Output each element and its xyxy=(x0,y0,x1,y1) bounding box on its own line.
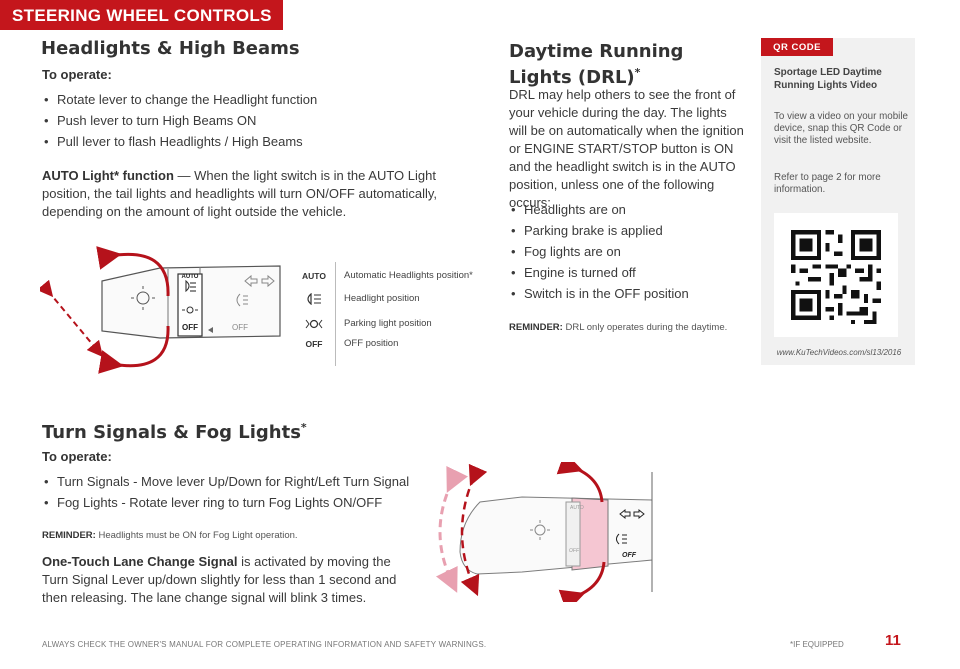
turn-bullet-list: Turn Signals - Move lever Up/Down for Ri… xyxy=(42,471,409,513)
headlights-bullet-list: Rotate lever to change the Headlight fun… xyxy=(42,89,317,152)
fog-rotate-down-arrow xyxy=(558,561,606,602)
list-item: Headlights are on xyxy=(509,199,689,220)
list-item: Parking brake is applied xyxy=(509,220,689,241)
list-item: Rotate lever to change the Headlight fun… xyxy=(42,89,317,110)
page-number: 11 xyxy=(885,632,901,649)
parking-light-icon xyxy=(292,314,336,337)
headlights-to-operate: To operate: xyxy=(42,67,112,82)
push-pull-arrow xyxy=(40,279,104,358)
auto-light-text: — When the light switch is in the AUTO L… xyxy=(42,168,437,219)
drl-paragraph: DRL may help others to see the front of … xyxy=(509,87,744,210)
list-item: Switch is in the OFF position xyxy=(509,283,689,304)
turn-signal-icon xyxy=(619,508,645,520)
ring-auto-label: AUTO xyxy=(182,274,199,280)
parking-light-icon xyxy=(182,306,198,314)
ring-off-label: OFF xyxy=(182,323,198,332)
section-tab: STEERING WHEEL CONTROLS xyxy=(0,0,283,30)
headlights-title: Headlights & High Beams xyxy=(41,38,300,59)
legend-key-auto: AUTO xyxy=(302,271,326,281)
legend-text-off: OFF position xyxy=(344,338,399,349)
fog-light-icon xyxy=(236,293,248,307)
fog-light-icon xyxy=(616,533,627,545)
legend-text-headlight: Headlight position xyxy=(344,293,420,304)
qr-title: Sportage LED Daytime Running Lights Vide… xyxy=(774,67,882,91)
rotate-up-arrow xyxy=(96,246,170,297)
list-item: Push lever to turn High Beams ON xyxy=(42,110,317,131)
ring-auto-label: AUTO xyxy=(570,505,584,511)
auto-light-paragraph: AUTO Light* function — When the light sw… xyxy=(42,167,472,221)
drl-reminder: REMINDER: DRL only operates during the d… xyxy=(509,322,728,333)
legend-text-auto: Automatic Headlights position* xyxy=(344,270,473,281)
rotate-down-arrow xyxy=(98,325,170,374)
ring-headlight-icon xyxy=(185,279,196,293)
footer-equipped: *IF EQUIPPED xyxy=(790,640,844,649)
list-item: Engine is turned off xyxy=(509,262,689,283)
list-item: Fog lights are on xyxy=(509,241,689,262)
qr-text: To view a video on your mobile device, s… xyxy=(774,111,908,146)
legend-text-parking: Parking light position xyxy=(344,318,432,329)
fog-off-label: OFF xyxy=(622,552,637,559)
turn-signal-move-arrow xyxy=(435,465,469,593)
turn-reminder: REMINDER: Headlights must be ON for Fog … xyxy=(42,530,298,541)
lane-change-arrow xyxy=(460,463,488,597)
list-item: Fog Lights - Rotate lever ring to turn F… xyxy=(42,492,409,513)
headlight-sun-icon xyxy=(131,286,155,310)
ring-off-label: OFF xyxy=(569,548,580,554)
list-item: Pull lever to flash Headlights / High Be… xyxy=(42,131,317,152)
fog-off-label: OFF xyxy=(232,323,248,332)
headlight-lever-illustration: AUTO OFF OFF xyxy=(40,246,281,374)
qr-text-refer: Refer to page 2 for more information. xyxy=(774,172,881,195)
qr-url[interactable]: www.KuTechVideos.com/sl13/2016 xyxy=(776,348,902,357)
auto-light-label: AUTO Light* function xyxy=(42,168,174,183)
legend-key-off: OFF xyxy=(305,339,323,349)
legend-divider xyxy=(335,262,336,366)
qr-code[interactable] xyxy=(774,213,898,337)
turn-signal-lever-illustration: OFF AUTO OFF xyxy=(435,462,653,602)
lane-change-paragraph: One-Touch Lane Change Signal is activate… xyxy=(42,554,397,605)
lever-sun-icon xyxy=(530,520,550,540)
turn-to-operate: To operate: xyxy=(42,449,112,464)
fog-rotate-up-arrow xyxy=(556,462,604,503)
turn-signals-title: Turn Signals & Fog Lights* xyxy=(42,421,307,443)
list-item: Turn Signals - Move lever Up/Down for Ri… xyxy=(42,471,409,492)
lever-ring xyxy=(177,273,203,337)
headlight-icon xyxy=(292,289,336,312)
turn-signal-icon xyxy=(244,274,275,288)
footer-warning: ALWAYS CHECK THE OWNER'S MANUAL FOR COMP… xyxy=(42,640,487,649)
qr-tab: QR CODE xyxy=(761,38,833,56)
drl-bullet-list: Headlights are on Parking brake is appli… xyxy=(509,199,689,304)
